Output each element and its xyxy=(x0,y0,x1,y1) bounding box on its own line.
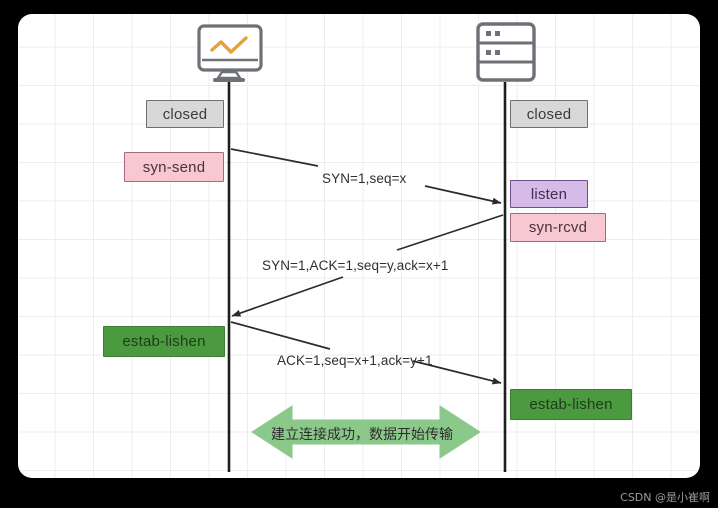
state-box-syn-rcvd[interactable]: syn-rcvd xyxy=(510,213,606,242)
message-label-3: ACK=1,seq=x+1,ack=y+1 xyxy=(277,353,433,368)
state-box-closed-client[interactable]: closed xyxy=(146,100,224,128)
data-transfer-caption: 建立连接成功，数据开始传输 xyxy=(271,427,453,443)
state-box-closed-server[interactable]: closed xyxy=(510,100,588,128)
state-box-estab-lishen-client[interactable]: estab-lishen xyxy=(103,326,225,357)
state-box-syn-send[interactable]: syn-send xyxy=(124,152,224,182)
state-box-listen[interactable]: listen xyxy=(510,180,588,208)
message-label-2: SYN=1,ACK=1,seq=y,ack=x+1 xyxy=(262,258,449,273)
state-box-estab-lishen-server[interactable]: estab-lishen xyxy=(510,389,632,420)
watermark-text: CSDN @是小崔啊 xyxy=(620,491,710,504)
diagram-canvas xyxy=(18,14,700,478)
message-label-1: SYN=1,seq=x xyxy=(322,171,407,186)
